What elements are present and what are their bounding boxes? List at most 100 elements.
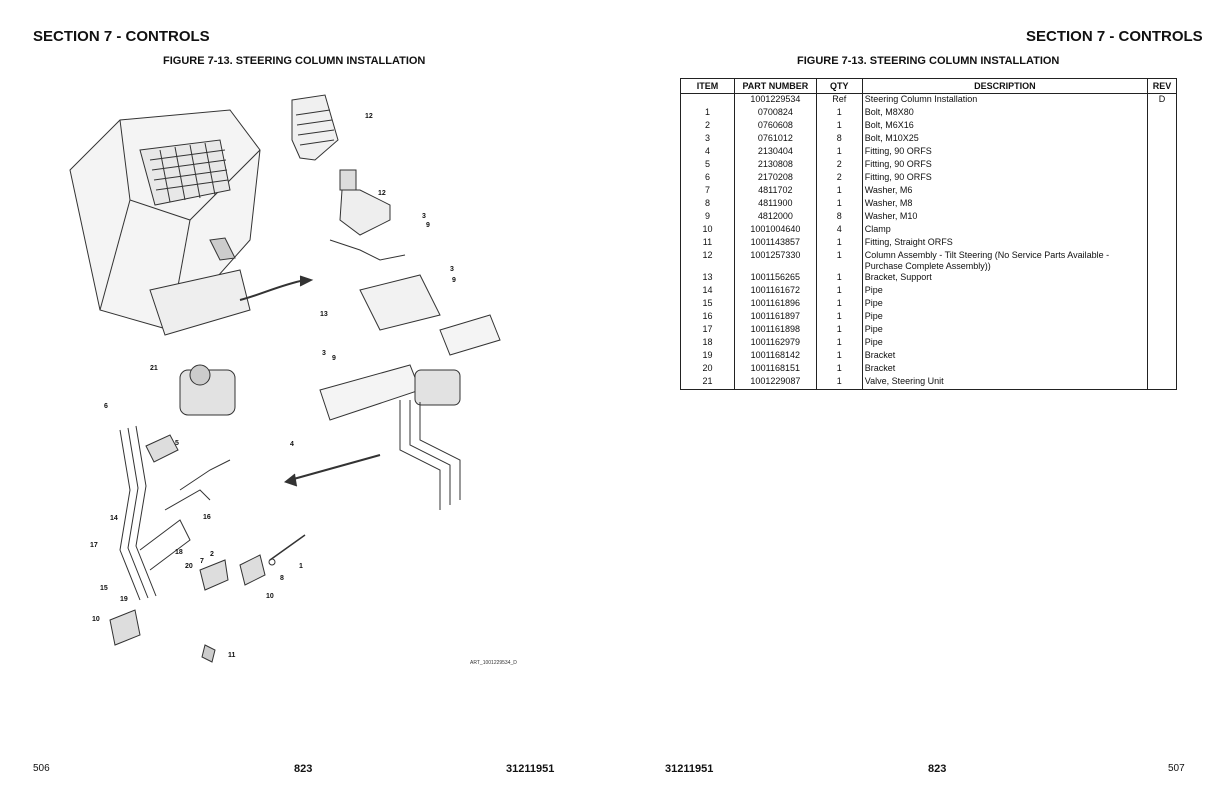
callout: 19	[120, 596, 128, 603]
callout: 15	[100, 585, 108, 592]
callout: 3	[322, 350, 326, 357]
rev-cell	[1147, 285, 1177, 298]
callout: 2	[210, 551, 214, 558]
rev-cell	[1147, 133, 1177, 146]
qty-cell: 4	[815, 224, 863, 237]
parts-table-header: ITEM PART NUMBER QTY DESCRIPTION REV	[680, 78, 1177, 94]
callout: 3	[422, 213, 426, 220]
qty-cell: 8	[815, 211, 863, 224]
qty-cell: 1	[815, 185, 863, 198]
item-cell: 9	[680, 211, 735, 224]
part-number-cell: 1001161897	[733, 311, 817, 324]
part-number-cell: 1001143857	[733, 237, 817, 250]
qty-cell: 1	[815, 146, 863, 159]
header-part-number: PART NUMBER	[733, 78, 817, 94]
cab-frame	[69, 109, 314, 336]
part-number-cell: 1001004640	[733, 224, 817, 237]
part-number-cell: 0761012	[733, 133, 817, 146]
callout: 20	[185, 563, 193, 570]
part-number-cell: 1001257330	[733, 250, 817, 272]
part-number-cell: 1001161672	[733, 285, 817, 298]
rev-cell	[1147, 337, 1177, 350]
callout: 3	[450, 266, 454, 273]
item-cell: 3	[680, 133, 735, 146]
item-cell: 12	[680, 250, 735, 272]
rev-cell	[1147, 363, 1177, 376]
left-section-title: SECTION 7 - CONTROLS	[33, 28, 210, 45]
item-cell: 14	[680, 285, 735, 298]
qty-cell: 8	[815, 133, 863, 146]
qty-cell: 1	[815, 311, 863, 324]
part-number-cell: 2170208	[733, 172, 817, 185]
description-cell: Valve, Steering Unit	[861, 376, 1149, 390]
left-figure-title: FIGURE 7-13. STEERING COLUMN INSTALLATIO…	[163, 55, 426, 67]
item-cell: 19	[680, 350, 735, 363]
callout: 10	[266, 593, 274, 600]
qty-cell: 1	[815, 250, 863, 272]
part-number-cell: 4811900	[733, 198, 817, 211]
qty-cell: 2	[815, 159, 863, 172]
callout: 9	[426, 222, 430, 229]
rev-cell	[1147, 311, 1177, 324]
item-cell: 18	[680, 337, 735, 350]
art-id-label: ART_1001229534_D	[470, 660, 517, 666]
rev-cell	[1147, 272, 1177, 285]
right-section-title: SECTION 7 - CONTROLS	[1026, 28, 1203, 45]
qty-cell: 1	[815, 198, 863, 211]
callout: 17	[90, 542, 98, 549]
header-description: DESCRIPTION	[861, 78, 1149, 94]
callout: 18	[175, 549, 183, 556]
description-cell: Column Assembly - Tilt Steering (No Serv…	[861, 250, 1149, 272]
part-number-cell: 1001161898	[733, 324, 817, 337]
qty-cell: 2	[815, 172, 863, 185]
left-doc-number: 31211951	[506, 763, 555, 775]
part-number-cell: 0760608	[733, 120, 817, 133]
qty-cell: 1	[815, 337, 863, 350]
item-cell: 20	[680, 363, 735, 376]
rev-cell: D	[1147, 93, 1177, 107]
description-cell: Clamp	[861, 224, 1149, 237]
description-cell: Fitting, 90 ORFS	[861, 172, 1149, 185]
item-cell: 2	[680, 120, 735, 133]
description-cell: Fitting, 90 ORFS	[861, 159, 1149, 172]
part-number-cell: 2130808	[733, 159, 817, 172]
item-cell: 7	[680, 185, 735, 198]
qty-cell: 1	[815, 363, 863, 376]
callout: 10	[92, 616, 100, 623]
qty-cell: 1	[815, 324, 863, 337]
description-cell: Fitting, 90 ORFS	[861, 146, 1149, 159]
right-page-number: 507	[1168, 763, 1185, 774]
callout: 11	[228, 652, 236, 659]
rev-cell	[1147, 107, 1177, 120]
part-number-cell: 1001168142	[733, 350, 817, 363]
rev-cell	[1147, 185, 1177, 198]
parts-table: ITEM PART NUMBER QTY DESCRIPTION REV 100…	[680, 78, 1177, 390]
item-cell: 17	[680, 324, 735, 337]
item-cell: 11	[680, 237, 735, 250]
header-item: ITEM	[680, 78, 735, 94]
description-cell: Bolt, M8X80	[861, 107, 1149, 120]
callout: 12	[365, 113, 373, 120]
right-doc-number: 31211951	[665, 763, 714, 775]
rev-cell	[1147, 324, 1177, 337]
rev-cell	[1147, 376, 1177, 390]
steering-column-assembly	[291, 94, 501, 421]
callout: 13	[320, 311, 328, 318]
part-number-cell: 1001156265	[733, 272, 817, 285]
rev-cell	[1147, 198, 1177, 211]
callout: 5	[175, 440, 179, 447]
description-cell: Bolt, M6X16	[861, 120, 1149, 133]
description-cell: Pipe	[861, 285, 1149, 298]
